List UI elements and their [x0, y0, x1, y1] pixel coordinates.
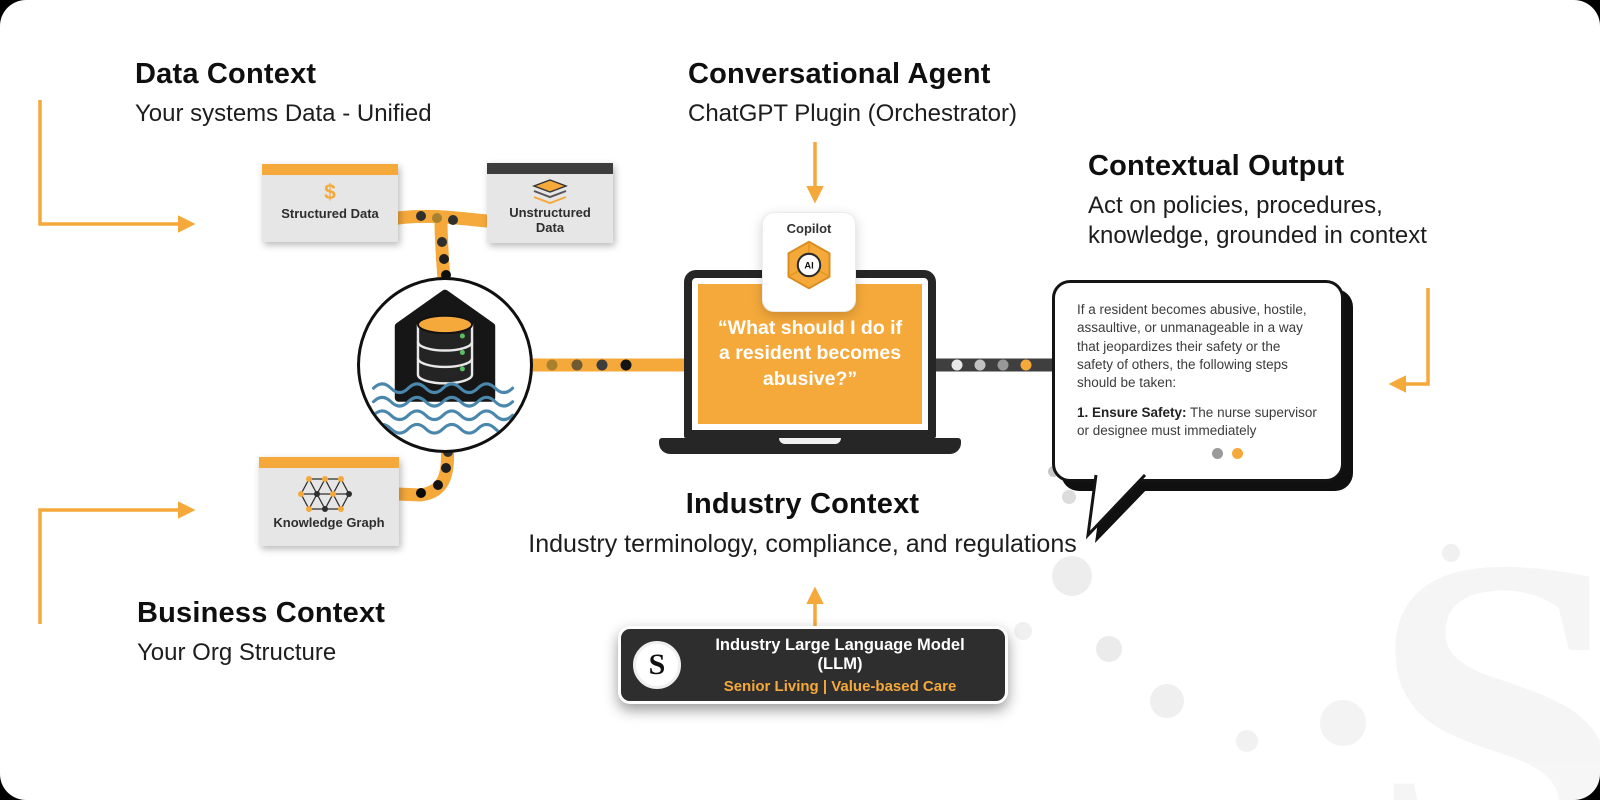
contextual-output-heading: Contextual Output Act on policies, proce… [1088, 150, 1518, 251]
section-title: Contextual Output [1088, 150, 1345, 182]
bubble-step: 1. Ensure Safety: The nurse supervisor o… [1077, 404, 1319, 441]
laptop-screen: “What should I do if a resident becomes … [684, 270, 936, 438]
structured-data-node: $ Structured Data [262, 164, 398, 242]
section-subtitle: Your Org Structure [137, 639, 337, 666]
section-title: Business Context [137, 597, 386, 629]
bubble-step-text: The nurse supervisor or designee must im… [1077, 404, 1317, 439]
node-label: Knowledge Graph [273, 515, 385, 530]
deco-dot [1320, 700, 1366, 746]
box-accent-bar [259, 457, 399, 468]
knowledge-graph-node: Knowledge Graph [259, 457, 399, 546]
deco-dot [1052, 556, 1092, 596]
section-title: Industry Context [685, 488, 920, 520]
copilot-ai-hexagon-icon: AI [787, 240, 831, 290]
contextual-output-arrow [1388, 288, 1430, 393]
industry-llm-badge: S Industry Large Language Model (LLM) Se… [618, 626, 1008, 704]
deco-dot [1150, 684, 1184, 718]
section-title: Conversational Agent [688, 58, 991, 90]
section-subtitle: Your systems Data - Unified [135, 100, 432, 127]
llm-badge-title: Industry Large Language Model (LLM) [715, 635, 965, 673]
conversational-agent-heading: Conversational Agent ChatGPT Plugin (Orc… [688, 58, 1017, 129]
industry-context-heading: Industry Context Industry terminology, c… [475, 488, 1130, 560]
copilot-plugin-card: Copilot AI [762, 212, 856, 312]
unstructured-data-node: Unstructured Data [487, 163, 613, 243]
contextual-output-bubble: If a resident becomes abusive, hostile, … [1052, 280, 1344, 482]
llm-badge-subtitle: Senior Living | Value-based Care [723, 677, 957, 695]
speech-bubble-tail [1085, 473, 1151, 543]
section-subtitle: ChatGPT Plugin (Orchestrator) [688, 100, 1018, 127]
network-graph-icon [298, 476, 352, 512]
water-waves [371, 382, 515, 435]
data-context-heading: Data Context Your systems Data - Unified [135, 58, 432, 129]
laptop-notch [779, 438, 841, 444]
node-label: Unstructured Data [509, 205, 591, 235]
box-accent-bar [262, 164, 398, 175]
box-accent-bar [487, 163, 613, 174]
section-subtitle: Act on policies, procedures, knowledge, … [1088, 192, 1427, 249]
business-context-heading: Business Context Your Org Structure [137, 597, 385, 668]
dollar-icon: $ [324, 181, 336, 204]
deco-dot [1442, 544, 1460, 562]
bubble-pagination-dots [1212, 448, 1243, 459]
brand-s-logo-icon: S [633, 641, 681, 689]
deco-dot [1062, 490, 1076, 504]
layers-icon [532, 179, 568, 205]
node-label: Structured Data [281, 206, 379, 221]
dot-orange [1232, 448, 1243, 459]
deco-dot [1236, 730, 1258, 752]
copilot-label: Copilot [786, 221, 832, 236]
deco-dot [1014, 622, 1032, 640]
dot-gray [1212, 448, 1223, 459]
data-lake-icon [371, 289, 515, 435]
bubble-paragraph: If a resident becomes abusive, hostile, … [1077, 302, 1307, 391]
brand-watermark-letter: S [1369, 485, 1600, 800]
section-title: Data Context [135, 58, 317, 90]
data-lake-node [357, 277, 533, 453]
bubble-step-label: 1. Ensure Safety: [1077, 404, 1187, 420]
section-subtitle: Industry terminology, compliance, and re… [528, 530, 1077, 558]
ai-label: AI [804, 261, 813, 271]
deco-dot [1096, 636, 1122, 662]
laptop-base [659, 438, 961, 454]
